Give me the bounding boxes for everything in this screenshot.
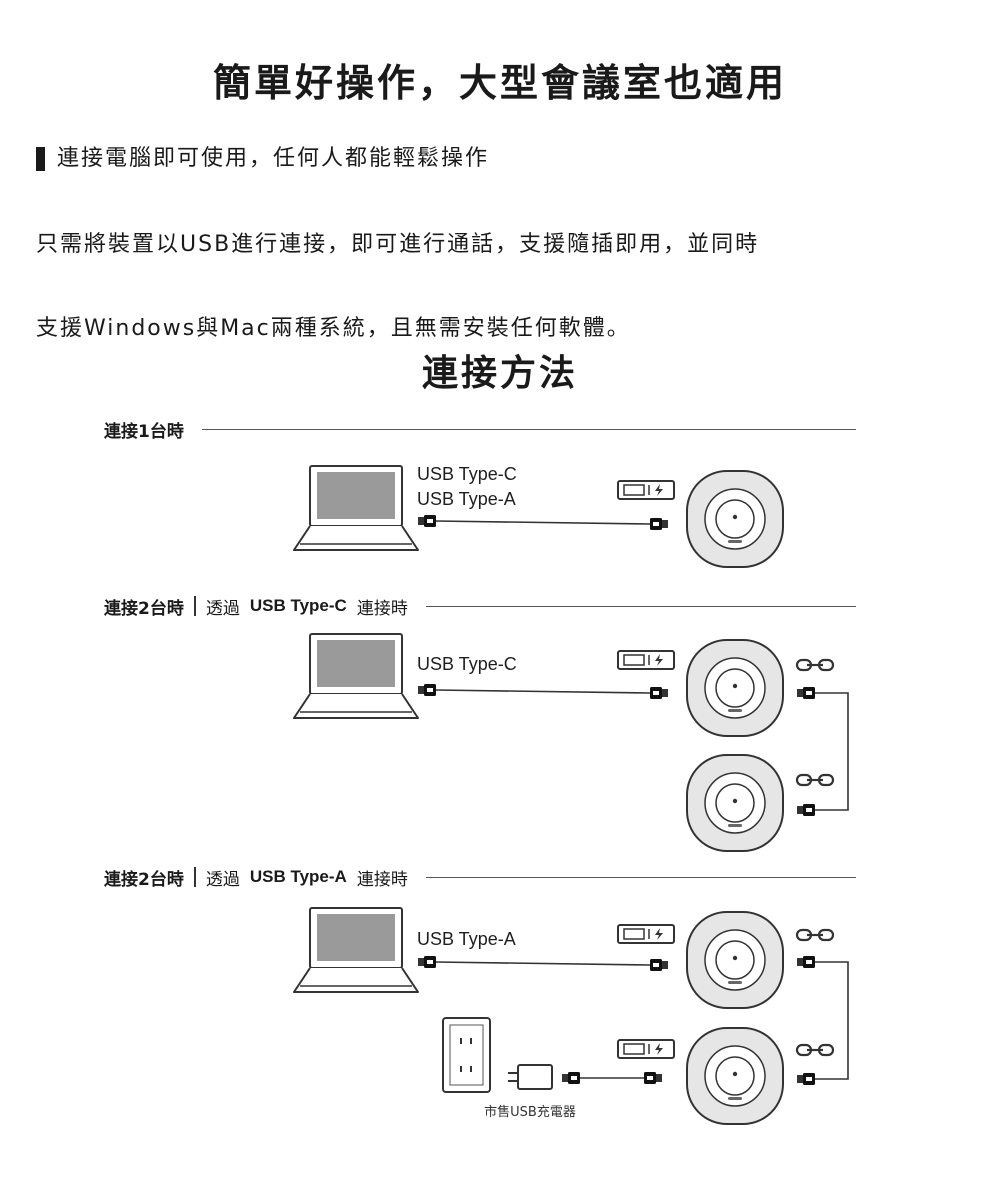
charger-speaker-plug-icon bbox=[644, 1072, 662, 1084]
scenario-2-cable bbox=[435, 689, 651, 694]
scenario-2-prefix: 透過 bbox=[205, 598, 240, 619]
intro-body-line-2: 支援Windows與Mac兩種系統，且無需安裝任何軟體。 bbox=[36, 316, 631, 341]
scenario-3-pc-power-indicator-icon bbox=[617, 924, 675, 944]
scenario-2-chain-plug-bottom-icon bbox=[797, 804, 815, 816]
scenario-3-cable bbox=[435, 961, 651, 966]
scenario-1-speaker-plug-icon bbox=[650, 518, 668, 530]
scenario-1-speakerphone-icon bbox=[686, 470, 784, 568]
scenario-3-laptop-icon bbox=[293, 907, 419, 993]
charger-plug-icon bbox=[562, 1072, 580, 1084]
intro-heading: 連接電腦即可使用，任何人都能輕鬆操作 bbox=[57, 146, 490, 171]
heading-accent-bar bbox=[36, 147, 45, 171]
scenario-2-cable-label: USB Type-C bbox=[417, 654, 517, 674]
scenario-3-label: 連接2台時 bbox=[104, 869, 184, 890]
scenario-3-connector: USB Type-A bbox=[249, 867, 347, 886]
scenario-1-rule bbox=[201, 428, 856, 430]
scenario-3-laptop-plug-icon bbox=[418, 956, 436, 968]
scenario-2-suffix: 連接時 bbox=[356, 598, 408, 619]
scenario-2-connector: USB Type-C bbox=[249, 596, 347, 615]
scenario-2-chain-cable bbox=[815, 692, 849, 811]
scenario-2-laptop-plug-icon bbox=[418, 684, 436, 696]
scenario-1-laptop-icon bbox=[293, 465, 419, 551]
scenario-3-suffix: 連接時 bbox=[356, 869, 408, 890]
scenario-3-chain-cable bbox=[815, 961, 849, 1080]
scenario-3-speakerphone-top-icon bbox=[686, 911, 784, 1009]
scenario-3-cable-label: USB Type-A bbox=[417, 929, 516, 949]
scenario-2-chain-plug-top-icon bbox=[797, 687, 815, 699]
intro-body: 只需將裝置以USB進行連接，即可進行通話，支援隨插即用，並同時 支援Window… bbox=[36, 182, 976, 392]
scenario-1-label: 連接1台時 bbox=[104, 421, 184, 442]
scenario-3-rule bbox=[425, 876, 856, 878]
scenario-2-rule bbox=[425, 605, 856, 607]
scenario-1-cable bbox=[435, 520, 651, 525]
scenario-2-speaker-plug-icon bbox=[650, 687, 668, 699]
usb-charger-icon bbox=[508, 1064, 553, 1090]
charger-caption: 市售USB充電器 bbox=[484, 1105, 576, 1120]
scenario-3-chain-link-top-icon bbox=[795, 928, 835, 942]
scenario-3-chain-link-bottom-icon bbox=[795, 1043, 835, 1057]
scenario-3-speaker-plug-icon bbox=[650, 959, 668, 971]
scenario-2-laptop-icon bbox=[293, 633, 419, 719]
scenario-3-divider bbox=[193, 867, 196, 887]
scenario-3-speakerphone-bottom-icon bbox=[686, 1027, 784, 1125]
scenario-2-pc-power-indicator-icon bbox=[617, 650, 675, 670]
scenario-2-speakerphone-top-icon bbox=[686, 639, 784, 737]
scenario-2-label: 連接2台時 bbox=[104, 598, 184, 619]
intro-body-line-1: 只需將裝置以USB進行連接，即可進行通話，支援隨插即用，並同時 bbox=[36, 232, 760, 257]
scenario-3-chain-plug-bottom-icon bbox=[797, 1073, 815, 1085]
scenario-1-header: 連接1台時 bbox=[104, 414, 856, 444]
scenario-2-speakerphone-bottom-icon bbox=[686, 754, 784, 852]
scenario-1-cable-label-1: USB Type-C bbox=[417, 464, 517, 484]
scenario-1-cable-label-2: USB Type-A bbox=[417, 489, 516, 509]
page-headline: 簡單好操作，大型會議室也適用 bbox=[212, 61, 787, 105]
section-title: 連接方法 bbox=[421, 353, 578, 394]
scenario-2-chain-link-top-icon bbox=[795, 658, 835, 672]
scenario-2-divider bbox=[193, 596, 196, 616]
scenario-2-chain-link-bottom-icon bbox=[795, 773, 835, 787]
wall-outlet-icon bbox=[442, 1017, 491, 1093]
scenario-3-prefix: 透過 bbox=[205, 869, 240, 890]
scenario-2-header: 連接2台時 透過 USB Type-C 連接時 bbox=[104, 591, 856, 621]
scenario-3-power-indicator-bottom-icon bbox=[617, 1039, 675, 1059]
scenario-3-chain-plug-top-icon bbox=[797, 956, 815, 968]
scenario-1-laptop-plug-icon bbox=[418, 515, 436, 527]
intro-block: 連接電腦即可使用，任何人都能輕鬆操作 只需將裝置以USB進行連接，即可進行通話，… bbox=[36, 142, 976, 392]
scenario-3-header: 連接2台時 透過 USB Type-A 連接時 bbox=[104, 862, 856, 892]
intro-heading-row: 連接電腦即可使用，任何人都能輕鬆操作 bbox=[36, 142, 976, 176]
scenario-1-pc-power-indicator-icon bbox=[617, 480, 675, 500]
